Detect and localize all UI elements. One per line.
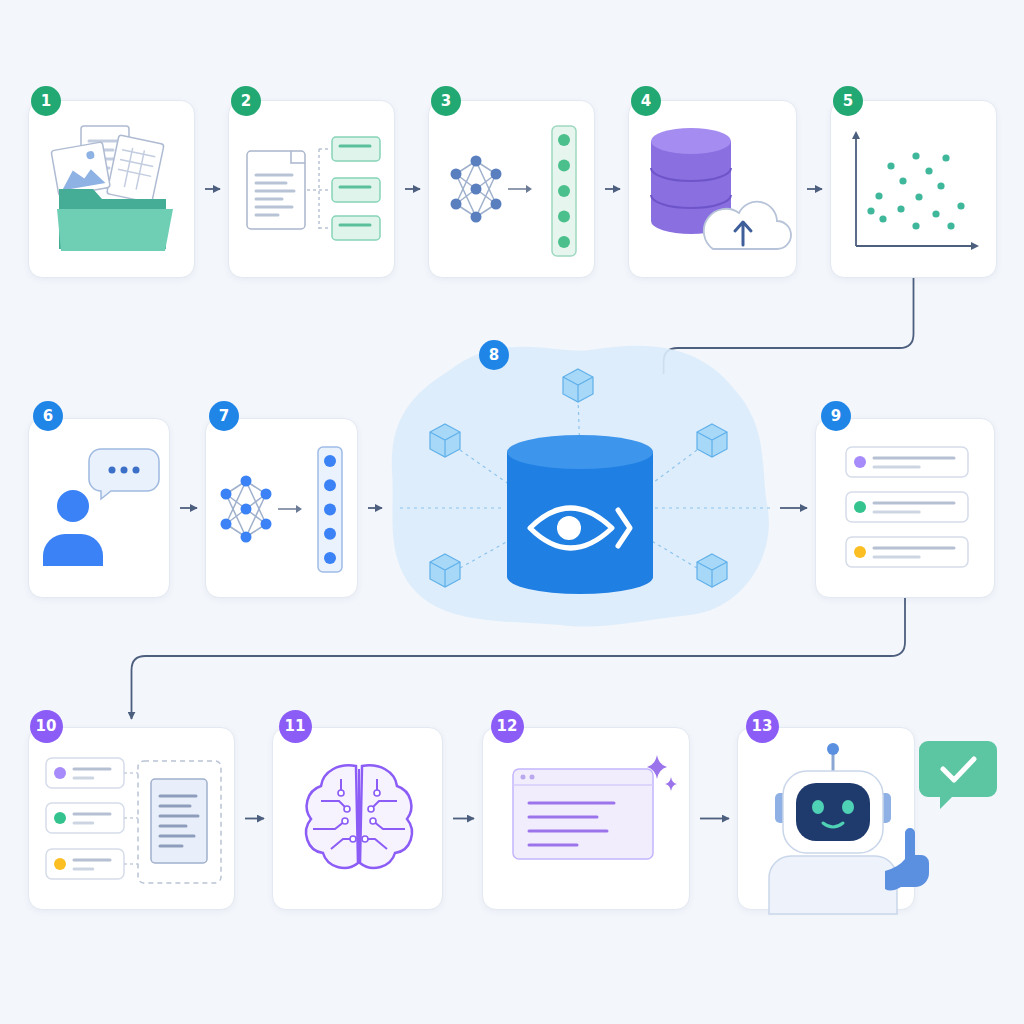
- step-card: 2: [228, 100, 395, 278]
- step-number: 6: [33, 401, 63, 431]
- step-card: 6: [28, 418, 170, 598]
- step-card: 7: [205, 418, 358, 598]
- flow-arrow: [807, 188, 822, 190]
- step-icon: [273, 728, 444, 911]
- step-number: 5: [833, 86, 863, 116]
- vector-store: 8: [390, 340, 770, 630]
- step-icon: [390, 340, 770, 630]
- step-card: 4: [628, 100, 797, 278]
- flow-arrow: [605, 188, 620, 190]
- step-icon: [816, 419, 996, 599]
- step-card: 10: [28, 727, 235, 910]
- step-number: 13: [746, 710, 779, 743]
- step-icon: [206, 419, 359, 599]
- flow-arrow: [368, 507, 382, 509]
- step-number: 8: [479, 340, 509, 370]
- step-card: 3: [428, 100, 595, 278]
- step-icon: [831, 101, 998, 279]
- step-card: 12: [482, 727, 690, 910]
- flow-arrow: [780, 507, 807, 509]
- flow-arrow: [180, 507, 197, 509]
- step-number: 11: [279, 710, 312, 743]
- step-icon: [29, 101, 196, 279]
- step-number: 10: [30, 710, 63, 743]
- step-icon: [483, 728, 691, 911]
- step-icon: [629, 101, 798, 279]
- flow-arrow: [664, 278, 914, 374]
- step-card: 9: [815, 418, 995, 598]
- step-number: 9: [821, 401, 851, 431]
- step-card: 5: [830, 100, 997, 278]
- step-number: 2: [231, 86, 261, 116]
- step-icon: [738, 728, 916, 911]
- step-number: 12: [491, 710, 524, 743]
- step-card: 11: [272, 727, 443, 910]
- step-number: 7: [209, 401, 239, 431]
- step-icon: [229, 101, 396, 279]
- step-card: 1: [28, 100, 195, 278]
- flow-arrow: [453, 818, 474, 820]
- flow-arrow: [245, 818, 264, 820]
- flow-arrow: [405, 188, 420, 190]
- flow-arrow: [700, 818, 729, 820]
- step-number: 4: [631, 86, 661, 116]
- flow-arrow: [205, 188, 220, 190]
- step-icon: [29, 728, 236, 911]
- step-number: 3: [431, 86, 461, 116]
- step-icon: [29, 419, 171, 599]
- step-number: 1: [31, 86, 61, 116]
- step-card: 13: [737, 727, 915, 910]
- step-icon: [429, 101, 596, 279]
